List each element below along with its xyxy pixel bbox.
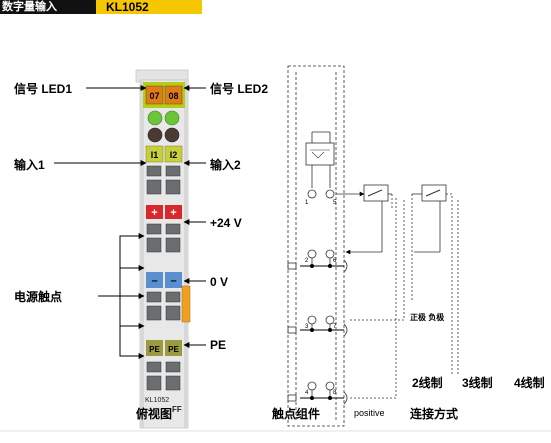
plus-tag-2: + [170, 207, 176, 219]
input-tag-2: I2 [170, 150, 178, 160]
header-title-left: 数字量输入 [0, 0, 96, 14]
pe-label: PE [210, 338, 227, 352]
two-wire-label: 2线制 [412, 376, 443, 390]
module-suffix-text: FF [172, 405, 182, 414]
module-model-text: KL1052 [145, 397, 169, 404]
minus-tag-2: – [170, 275, 176, 287]
sensor-note-label: 正极 负极 [410, 313, 445, 322]
input1-label: 输入1 [14, 158, 45, 172]
pin-label-8: 8 [333, 390, 337, 396]
terminal-module [135, 69, 191, 429]
four-wire-label: 4线制 [514, 376, 545, 390]
pin-label-7: 7 [333, 324, 337, 330]
pin-label-1: 1 [305, 200, 309, 206]
signal-led2-label: 信号 LED2 [210, 82, 269, 96]
plus-tag-1: + [151, 207, 157, 219]
left-view-label: 俯视图 [136, 407, 173, 421]
pin-label-3: 3 [305, 324, 309, 330]
pe-tag-2: PE [168, 345, 179, 354]
contact-schematic [287, 65, 348, 427]
pe-tag-1: PE [149, 345, 160, 354]
header-title-right: KL1052 [96, 0, 202, 14]
signal-led1-label: 信号 LED1 [14, 82, 73, 96]
led-tag-1: 07 [149, 91, 159, 101]
pin-label-4: 4 [305, 390, 309, 396]
contact-assembly-label: 触点组件 [272, 407, 321, 421]
input-tag-1: I1 [151, 150, 159, 160]
sensor-wiring [336, 184, 459, 399]
positive-label: positive [354, 408, 385, 418]
input2-label: 输入2 [210, 158, 241, 172]
led-tag-2: 08 [168, 91, 178, 101]
power-contacts-label: 电源触点 [14, 290, 63, 304]
zero-v-label: 0 V [210, 275, 229, 289]
pin-label-5: 5 [333, 200, 337, 206]
wiring-method-label: 连接方式 [410, 407, 459, 421]
plus24v-label: +24 V [210, 216, 242, 230]
minus-tag-1: – [151, 275, 157, 287]
pin-label-6: 6 [333, 258, 337, 264]
three-wire-label: 3线制 [462, 376, 493, 390]
pin-label-2: 2 [305, 258, 309, 264]
